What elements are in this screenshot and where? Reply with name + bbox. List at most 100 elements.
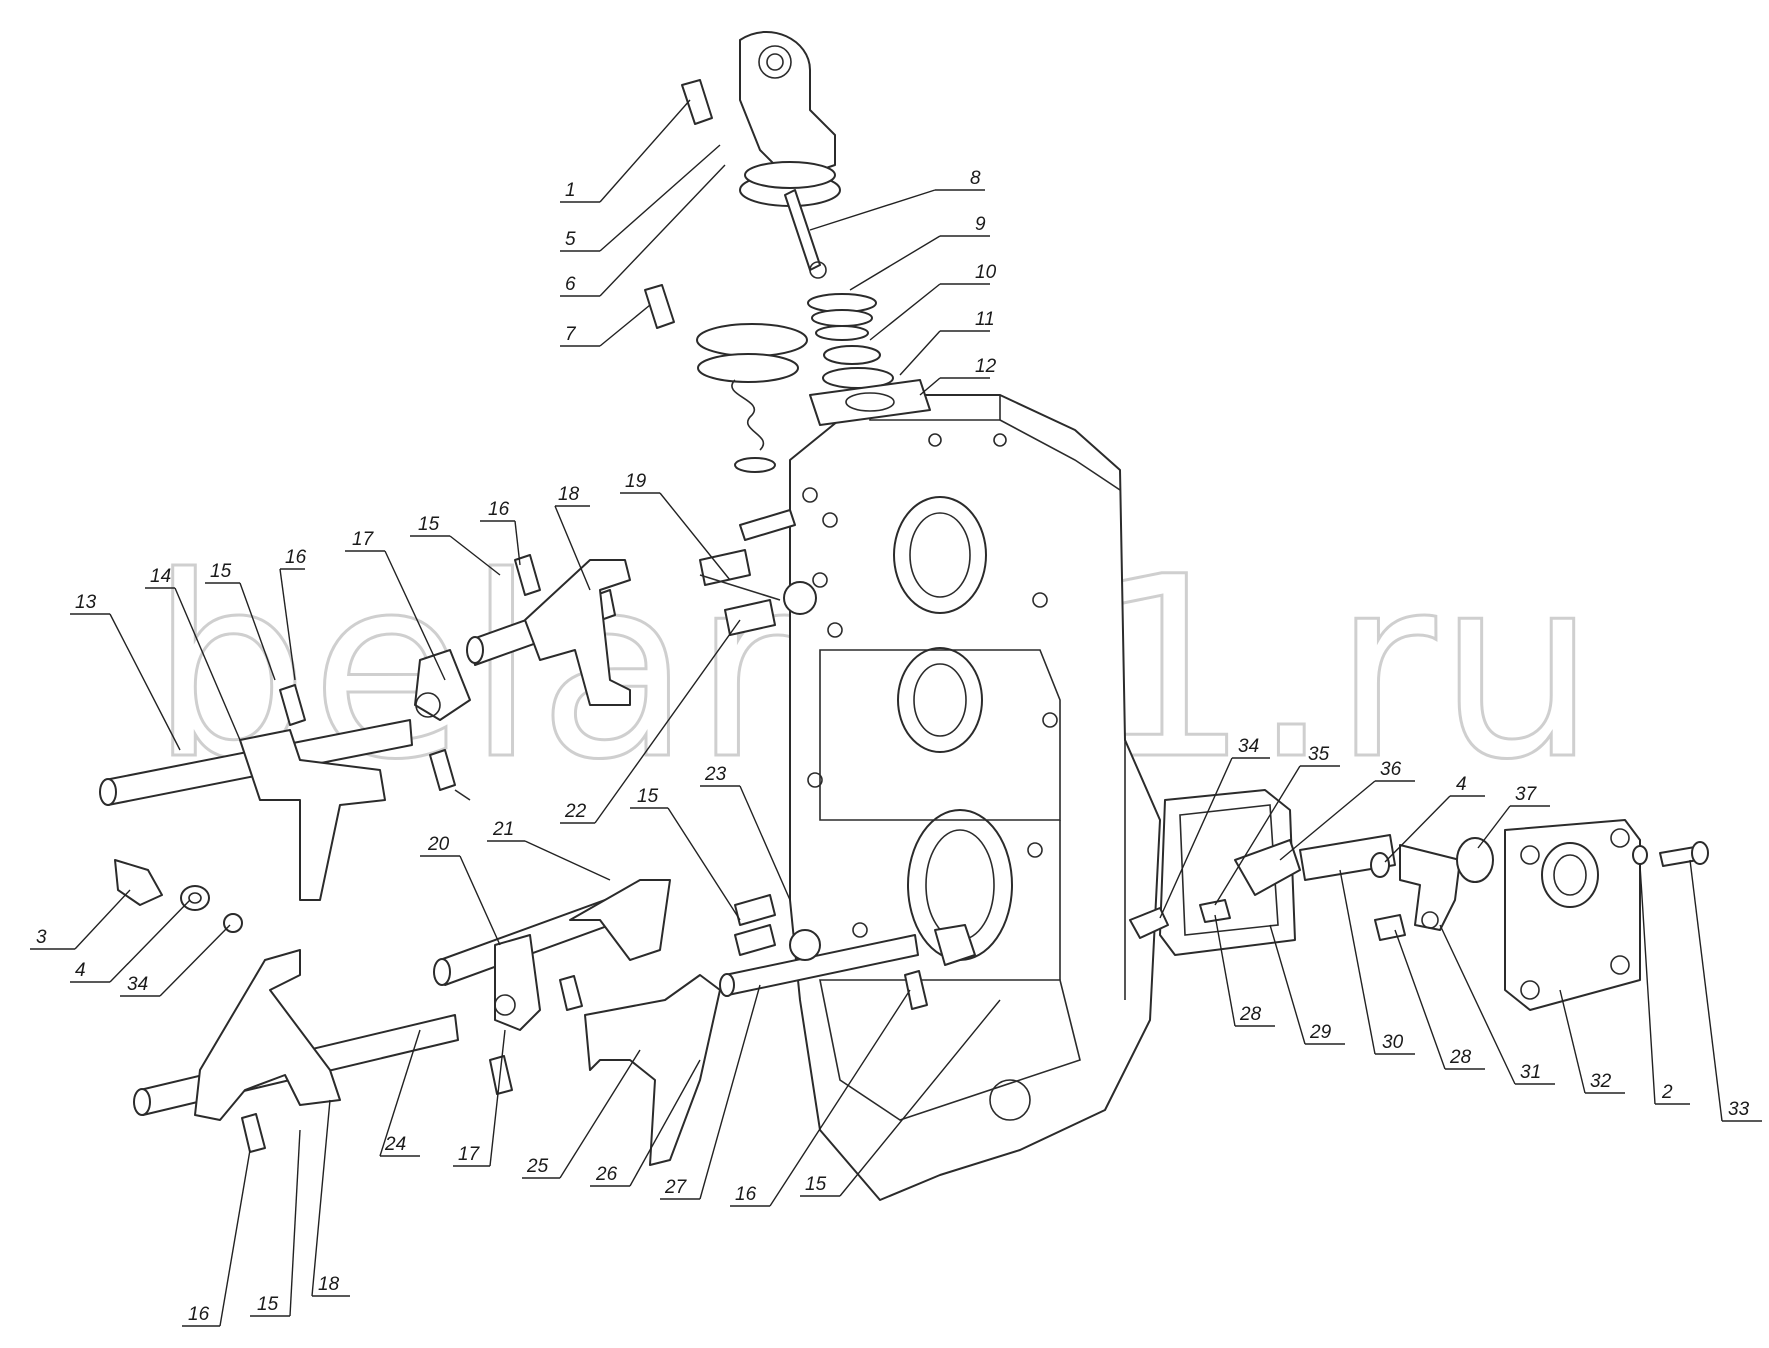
callout-leader-line bbox=[599, 144, 721, 252]
callout-leader-line bbox=[1477, 805, 1511, 849]
callout-number: 26 bbox=[595, 1164, 618, 1185]
cover-32 bbox=[1504, 819, 1641, 1011]
callout-number: 15 bbox=[210, 561, 232, 582]
callout-number: 31 bbox=[1520, 1062, 1541, 1083]
callout-number: 4 bbox=[75, 960, 86, 981]
callout-number: 24 bbox=[384, 1134, 406, 1155]
callout-number: 18 bbox=[318, 1274, 340, 1295]
callout-17: 17 bbox=[345, 529, 446, 681]
nut-15-lower bbox=[789, 929, 821, 961]
callout-layer: 1568910111271516181719161514132215232021… bbox=[30, 99, 1762, 1327]
nut-23 bbox=[783, 581, 817, 615]
lever-31 bbox=[1399, 844, 1461, 931]
screw-16-bottom bbox=[241, 1113, 266, 1153]
gearbox-housing bbox=[789, 394, 1161, 1201]
callout-28: 28 bbox=[1214, 914, 1275, 1027]
callout-30: 30 bbox=[1339, 869, 1415, 1055]
callout-number: 1 bbox=[565, 180, 576, 201]
callout-number: 15 bbox=[418, 514, 440, 535]
callout-16: 16 bbox=[182, 1149, 251, 1327]
callout-4: 4 bbox=[70, 899, 191, 983]
callout-18: 18 bbox=[311, 1099, 350, 1297]
washer-4-left bbox=[180, 885, 210, 911]
callout-leader-line bbox=[869, 283, 941, 341]
callout-24: 24 bbox=[379, 1029, 421, 1157]
callout-leader-line bbox=[919, 377, 941, 396]
callout-9: 9 bbox=[849, 214, 990, 291]
callout-leader-line bbox=[311, 1099, 331, 1297]
callout-23: 23 bbox=[700, 764, 791, 901]
gasket-29 bbox=[1159, 789, 1296, 956]
callout-number: 11 bbox=[975, 309, 995, 330]
callout-leader-line bbox=[1394, 929, 1446, 1070]
callout-number: 16 bbox=[488, 499, 510, 520]
callout-number: 34 bbox=[1238, 736, 1259, 757]
callout-number: 16 bbox=[735, 1184, 757, 1205]
right-cover-assembly bbox=[1129, 789, 1709, 1011]
callout-leader-line bbox=[559, 1049, 641, 1179]
callout-4: 4 bbox=[1384, 774, 1485, 863]
callout-number: 17 bbox=[458, 1144, 481, 1165]
callout-leader-line bbox=[599, 99, 691, 203]
callout-number: 12 bbox=[975, 356, 997, 377]
plug-15-lower-b bbox=[734, 924, 776, 956]
callout-leader-line bbox=[524, 840, 611, 881]
screw-16-mid bbox=[429, 749, 456, 791]
callout-18: 18 bbox=[554, 484, 591, 591]
callout-34: 34 bbox=[120, 924, 231, 997]
screw-16-upper bbox=[514, 554, 541, 596]
lower-cap bbox=[696, 323, 808, 357]
callout-15: 15 bbox=[630, 786, 741, 921]
upper-shift-rails bbox=[99, 549, 817, 901]
lever-36 bbox=[1234, 839, 1301, 896]
callout-number: 3 bbox=[36, 927, 47, 948]
callout-13: 13 bbox=[70, 592, 181, 751]
callout-leader-line bbox=[1159, 757, 1233, 919]
callout-leader-line bbox=[279, 568, 296, 681]
callout-16: 16 bbox=[279, 547, 307, 681]
callout-16: 16 bbox=[730, 989, 911, 1207]
callout-number: 10 bbox=[975, 262, 997, 283]
callout-leader-line bbox=[1339, 869, 1376, 1055]
callout-32: 32 bbox=[1559, 989, 1625, 1094]
screw-16-lower-mid bbox=[489, 1055, 513, 1095]
screw-16-left bbox=[279, 684, 306, 726]
callout-number: 27 bbox=[664, 1177, 688, 1198]
shift-block-17-upper bbox=[414, 649, 471, 721]
callout-leader-line bbox=[459, 855, 501, 946]
callout-number: 6 bbox=[565, 274, 576, 295]
callout-15: 15 bbox=[410, 514, 501, 576]
callout-leader-line bbox=[667, 807, 741, 921]
callout-number: 25 bbox=[526, 1156, 549, 1177]
callout-leader-line bbox=[109, 613, 181, 751]
callout-number: 23 bbox=[704, 764, 727, 785]
callout-number: 15 bbox=[257, 1294, 279, 1315]
seal-37 bbox=[1456, 837, 1494, 883]
callout-number: 7 bbox=[565, 324, 577, 345]
lever-head bbox=[739, 30, 836, 181]
callout-number: 21 bbox=[492, 819, 514, 840]
callout-number: 20 bbox=[427, 834, 450, 855]
shift-lever-assembly bbox=[644, 30, 931, 541]
callout-3: 3 bbox=[30, 889, 131, 950]
callout-34: 34 bbox=[1159, 736, 1270, 919]
callout-21: 21 bbox=[487, 819, 611, 881]
callout-leader-line bbox=[1689, 859, 1723, 1122]
callout-29: 29 bbox=[1269, 924, 1345, 1045]
callout-number: 9 bbox=[975, 214, 986, 235]
callout-10: 10 bbox=[869, 262, 997, 341]
key-28-right bbox=[1374, 914, 1406, 941]
callout-leader-line bbox=[769, 989, 911, 1207]
callout-leader-line bbox=[489, 1029, 506, 1167]
callout-leader-line bbox=[239, 582, 276, 681]
screw-16-lower-right bbox=[904, 970, 928, 1010]
callout-leader-line bbox=[699, 984, 761, 1200]
callout-leader-line bbox=[174, 587, 241, 741]
callout-number: 15 bbox=[637, 786, 659, 807]
callout-20: 20 bbox=[420, 834, 501, 946]
callout-15: 15 bbox=[250, 1129, 301, 1317]
callout-number: 37 bbox=[1515, 784, 1538, 805]
callout-leader-line bbox=[599, 304, 651, 347]
plug-22 bbox=[724, 599, 776, 636]
callout-6: 6 bbox=[560, 164, 726, 297]
